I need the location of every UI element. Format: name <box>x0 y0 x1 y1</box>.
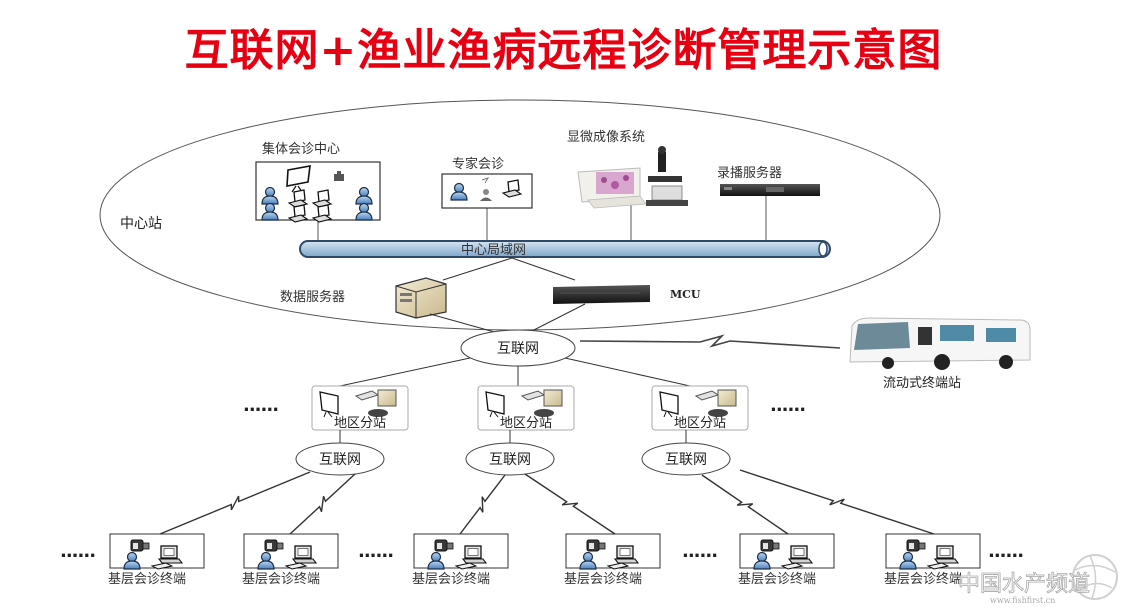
terminal-label: 基层会诊终端 <box>564 571 642 587</box>
projector-screen-icon <box>286 165 311 193</box>
data-server-label: 数据服务器 <box>280 289 345 305</box>
regional-station-label: 地区分站 <box>674 416 726 431</box>
terminal-label: 基层会诊终端 <box>242 571 320 587</box>
bus-icon <box>849 317 1031 370</box>
regional-internet-node: 互联网 <box>295 442 385 476</box>
recording-server-node: 录播服务器 <box>717 165 820 196</box>
terminal-node: 基层会诊终端 <box>738 533 835 587</box>
conference-phone-icon <box>368 409 388 417</box>
regional-internet-label: 互联网 <box>489 452 531 468</box>
more-terminals-2: ...... <box>358 541 393 562</box>
diagram-title: 互联网+渔业渔病远程诊断管理示意图 <box>184 25 943 76</box>
monitor-icon <box>577 167 647 209</box>
terminal-label: 基层会诊终端 <box>412 571 490 587</box>
terminal-node: 基层会诊终端 <box>884 533 981 587</box>
microscope-label: 显微成像系统 <box>567 130 645 145</box>
mobile-station-label: 流动式终端站 <box>883 375 961 391</box>
terminal-node: 基层会诊终端 <box>242 533 339 587</box>
conference-phone-icon <box>708 409 728 417</box>
server-icon <box>717 389 737 407</box>
microscope-icon <box>646 146 688 206</box>
wireless-link-mobile <box>579 334 841 349</box>
mcu-rack-icon <box>553 285 650 304</box>
terminal-label: 基层会诊终端 <box>884 571 962 587</box>
watermark-text: 中国水产频道 <box>958 572 1090 597</box>
more-regional-right: ...... <box>770 395 805 416</box>
recording-server-label: 录播服务器 <box>717 165 782 181</box>
wireless-link <box>524 473 616 535</box>
terminal-label: 基层会诊终端 <box>108 571 186 587</box>
regional-station-label: 地区分站 <box>500 416 552 431</box>
group-consult-label: 集体会诊中心 <box>262 141 340 157</box>
server-icon <box>543 389 563 407</box>
speaker-phone-icon <box>334 171 344 181</box>
terminal-node: 基层会诊终端 <box>412 533 509 587</box>
wireless-link <box>459 474 506 535</box>
wireless-link <box>739 469 935 535</box>
regional-internet-node: 互联网 <box>641 442 731 476</box>
more-terminals-4: ...... <box>988 541 1023 562</box>
mcu-label: MCU <box>670 288 701 301</box>
monitor-icon <box>485 391 505 418</box>
server-icon <box>377 389 397 407</box>
wireless-link <box>701 474 789 535</box>
terminal-node: 基层会诊终端 <box>108 533 205 587</box>
tower-server-icon <box>395 277 447 319</box>
expert-consult-node: 专家会诊 <box>441 156 533 209</box>
center-station-boundary <box>99 99 941 331</box>
expert-consult-label: 专家会诊 <box>452 156 504 172</box>
group-consult-center-node: 集体会诊中心 <box>255 141 381 223</box>
regional-internet-node: 互联网 <box>465 442 555 476</box>
mcu-node: MCU <box>553 285 701 304</box>
more-regional-left: ...... <box>243 395 278 416</box>
more-terminals-3: ...... <box>682 541 717 562</box>
microscope-imaging-node: 显微成像系统 <box>567 130 688 209</box>
center-station-label: 中心站 <box>120 216 162 232</box>
regional-station-label: 地区分站 <box>334 416 386 431</box>
regional-internet-label: 互联网 <box>319 452 361 468</box>
terminal-label: 基层会诊终端 <box>738 571 816 587</box>
regional-internet-label: 互联网 <box>665 452 707 468</box>
monitor-icon <box>319 391 339 418</box>
monitor-icon <box>659 391 679 418</box>
headset-user-icon <box>480 177 492 201</box>
terminal-node: 基层会诊终端 <box>564 533 661 587</box>
conference-phone-icon <box>534 409 554 417</box>
main-internet-label: 互联网 <box>497 341 539 357</box>
data-server-node: 数据服务器 <box>280 277 447 319</box>
watermark-url: www.fishfirst.cn <box>990 596 1055 605</box>
central-lan-bus: 中心局域网 <box>299 240 831 258</box>
wireless-link <box>289 473 356 535</box>
watermark: 中国水产频道 www.fishfirst.cn <box>958 554 1118 605</box>
wireless-link <box>159 471 311 535</box>
mobile-station-node: 流动式终端站 <box>849 317 1031 391</box>
main-internet-node: 互联网 <box>460 329 576 367</box>
central-lan-label: 中心局域网 <box>461 243 526 258</box>
rack-server-icon <box>720 184 820 196</box>
more-terminals-1: ...... <box>60 541 95 562</box>
